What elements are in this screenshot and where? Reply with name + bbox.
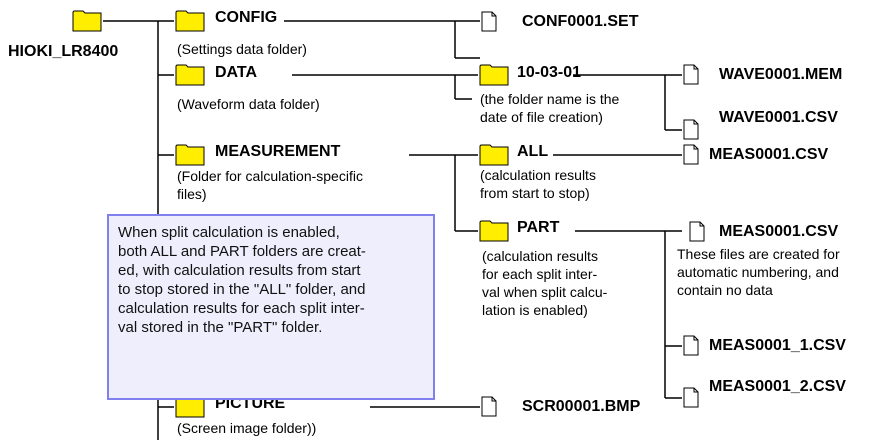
file-icon xyxy=(683,387,699,408)
part-folder-desc-line: (calculation results xyxy=(482,248,598,264)
wave-mem-file-name: WAVE0001.MEM xyxy=(719,66,843,83)
folder-icon xyxy=(479,144,509,166)
scr-file-name: SCR00001.BMP xyxy=(522,398,641,415)
part-folder-desc-line: for each split inter- xyxy=(482,266,598,282)
meas-part-file-name: MEAS0001.CSV xyxy=(719,223,839,240)
measurement-folder-name: MEASUREMENT xyxy=(215,143,341,160)
folder-icon xyxy=(175,64,205,86)
part-folder-name: PART xyxy=(517,219,560,236)
note-line: both ALL and PART folders are creat- xyxy=(118,243,366,260)
file-icon xyxy=(683,335,699,356)
file-icon xyxy=(481,11,497,32)
date-folder-name: 10-03-01 xyxy=(517,64,582,81)
folder-icon xyxy=(175,144,205,166)
measurement-folder-desc-line: files) xyxy=(177,186,207,202)
config-folder-name: CONFIG xyxy=(215,9,278,26)
note-line: val stored in the "PART" folder. xyxy=(118,319,323,336)
part-files-note-line: contain no data xyxy=(677,282,773,298)
wave-csv-file-name: WAVE0001.CSV xyxy=(719,109,838,126)
measurement-folder-desc-line: (Folder for calculation-specific xyxy=(177,168,363,184)
date-folder-desc-line: (the folder name is the xyxy=(480,91,620,107)
file-icon xyxy=(683,64,699,85)
all-folder-name: ALL xyxy=(517,143,549,160)
file-icon xyxy=(683,119,699,140)
data-folder-desc: (Waveform data folder) xyxy=(177,96,320,112)
split-calculation-note: When split calculation is enabled, both … xyxy=(107,214,435,400)
folder-icon xyxy=(479,64,509,86)
part-files-note-line: automatic numbering, and xyxy=(677,264,839,280)
file-icon xyxy=(689,221,705,242)
folder-icon xyxy=(479,220,509,242)
data-folder-name: DATA xyxy=(215,64,258,81)
meas-all-file-name: MEAS0001.CSV xyxy=(709,146,829,163)
meas-part-1-file-name: MEAS0001_1.CSV xyxy=(709,337,846,354)
all-folder-desc-line: from start to stop) xyxy=(480,185,590,201)
date-folder-desc-line: date of file creation) xyxy=(480,109,603,125)
picture-folder-desc: (Screen image folder)) xyxy=(177,420,317,436)
meas-part-2-file-name: MEAS0001_2.CSV xyxy=(709,378,846,395)
root-folder-name: HIOKI_LR8400 xyxy=(8,43,119,60)
note-line: When split calculation is enabled, xyxy=(118,224,340,241)
file-icon xyxy=(481,396,497,417)
note-line: calculation results for each split inter… xyxy=(118,300,365,317)
config-folder-desc: (Settings data folder) xyxy=(177,41,307,57)
all-folder-desc-line: (calculation results xyxy=(480,167,596,183)
folder-icon xyxy=(72,10,102,32)
part-folder-desc-line: val when split calcu- xyxy=(482,284,608,300)
conf-file-name: CONF0001.SET xyxy=(522,13,639,30)
note-line: ed, with calculation results from start xyxy=(118,262,361,279)
note-line: to stop stored in the "ALL" folder, and xyxy=(118,281,366,298)
folder-icon xyxy=(175,10,205,32)
part-files-note-line: These files are created for xyxy=(677,246,840,262)
part-folder-desc-line: lation is enabled) xyxy=(482,302,588,318)
file-icon xyxy=(683,144,699,165)
